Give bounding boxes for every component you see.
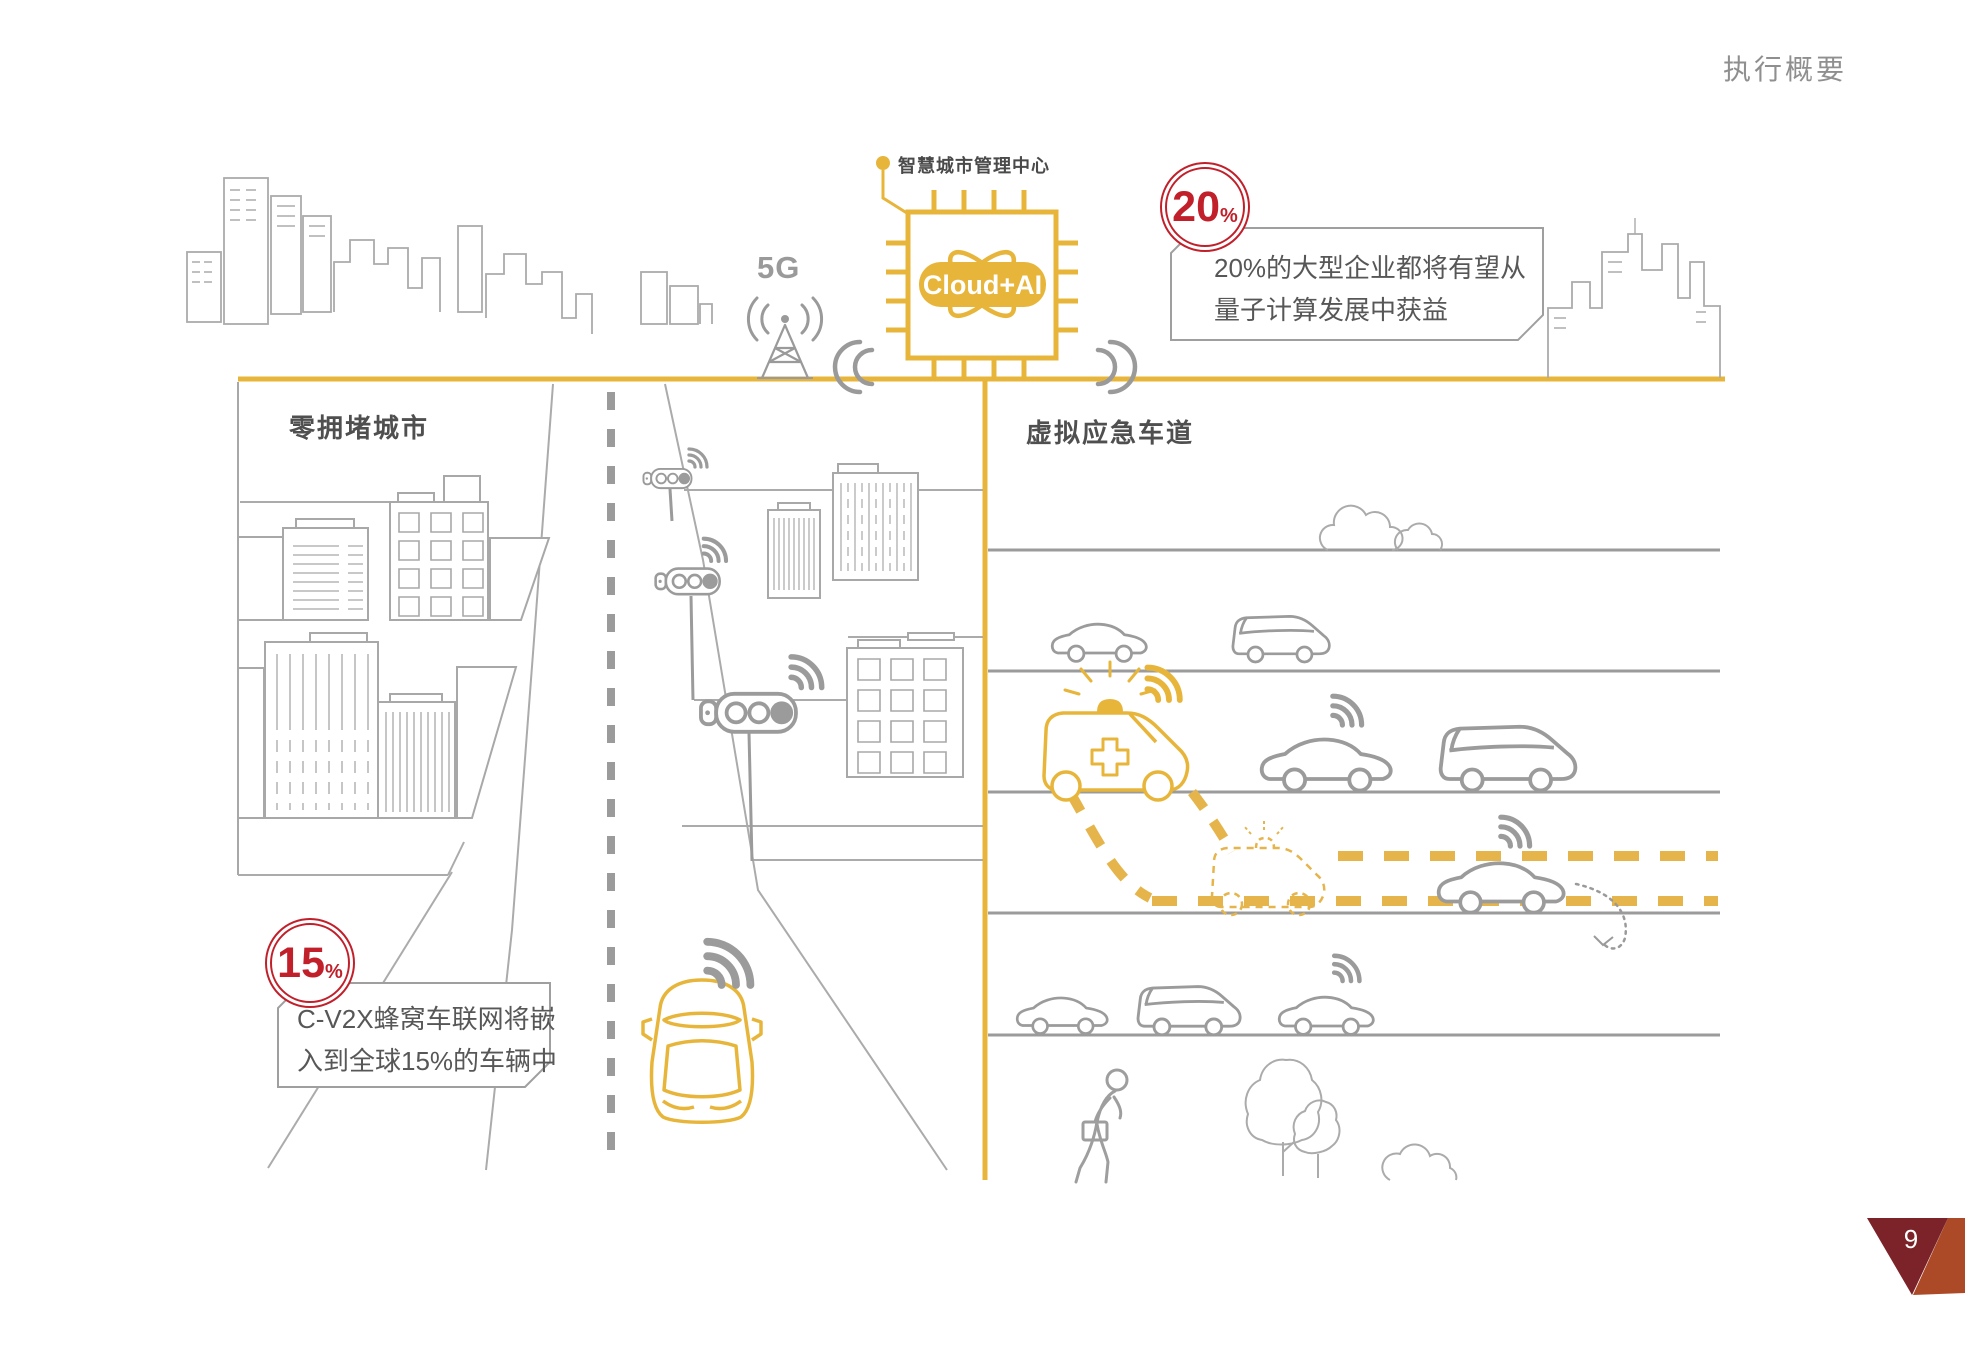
wifi-icon — [1333, 696, 1362, 725]
ambulance-icon — [1042, 660, 1190, 802]
traffic-light-icon — [642, 447, 709, 490]
cv2x-callout-box — [277, 982, 551, 1088]
emergency-lane-dashes — [1065, 788, 1718, 906]
stat-badge-cv2x: 15% — [265, 918, 355, 1008]
minivan-icon — [1231, 615, 1331, 664]
connected-sedan — [1277, 956, 1375, 1036]
sedan-icon — [1259, 737, 1393, 793]
skyline-right-icon — [1547, 218, 1721, 378]
chip-pill — [919, 262, 1046, 307]
quantum-callout-box — [1170, 227, 1544, 341]
page-header: 执行概要 — [1723, 54, 1848, 85]
skyline-left-icon — [186, 177, 713, 334]
minivan-icon — [1438, 724, 1578, 793]
callout-line: 量子计算发展中获益 — [1214, 295, 1449, 325]
left-buildings-icon — [237, 475, 551, 819]
hub-label-line — [881, 170, 911, 217]
callout-line: 20%的大型企业都将有望从 — [1214, 253, 1527, 283]
beacon-icon — [1097, 699, 1123, 712]
tower-5g-icon — [746, 296, 824, 380]
cv2x-callout-text: C-V2X蜂窝车联网将嵌 入到全球15%的车辆中 — [297, 998, 557, 1082]
beacon-rays — [1063, 660, 1157, 696]
chip-label: Cloud+AI — [922, 270, 1043, 300]
stat-value: 20 — [1172, 182, 1221, 231]
wifi-icon — [1334, 956, 1359, 981]
hub-label-dot — [876, 156, 890, 170]
stat-unit: % — [1220, 205, 1238, 227]
cloud-icon — [1318, 504, 1443, 551]
stat-unit: % — [325, 961, 343, 983]
sedan-icon — [1436, 861, 1566, 915]
traffic-light-poles — [668, 488, 754, 862]
stat-badge-quantum: 20% — [1160, 162, 1250, 252]
sedan-icon — [1015, 996, 1109, 1035]
callout-boxes — [277, 227, 1544, 1088]
wifi-icon — [1501, 817, 1530, 846]
wifi-icon — [707, 942, 750, 985]
stat-value: 15 — [277, 938, 326, 987]
traffic-light-icon — [654, 539, 726, 596]
bush-icon — [1381, 1143, 1458, 1181]
tree-icon — [1244, 1058, 1341, 1178]
connected-sedan — [1259, 696, 1393, 793]
pedestrian-icon — [1074, 1068, 1129, 1184]
middle-buildings-icon — [767, 463, 964, 778]
traffic-lights — [642, 447, 822, 862]
quantum-callout-text: 20%的大型企业都将有望从 量子计算发展中获益 — [1214, 247, 1526, 331]
sedan-icon — [1277, 995, 1375, 1036]
connected-sedan — [1436, 817, 1566, 915]
merge-arrow-icon — [1574, 882, 1628, 950]
page-number: 9 — [1903, 1224, 1919, 1254]
connected-car-top-icon — [641, 942, 763, 1124]
callout-line: C-V2X蜂窝车联网将嵌 — [297, 1004, 556, 1034]
hub-label: 智慧城市管理中心 — [898, 156, 1050, 176]
tower-5g-label: 5G — [757, 250, 801, 285]
ghost-ambulance-icon — [1210, 821, 1326, 917]
traffic-light-icon — [699, 657, 822, 734]
section-title-right: 虚拟应急车道 — [1026, 418, 1195, 448]
page-flag — [1867, 1218, 1965, 1295]
left-shelf-lines — [238, 501, 465, 876]
chip-signal-arcs — [832, 339, 1138, 395]
sedan-icon — [1050, 622, 1148, 663]
section-title-left: 零拥堵城市 — [289, 413, 430, 443]
minivan-icon — [1136, 985, 1242, 1037]
callout-line: 入到全球15%的车辆中 — [297, 1046, 558, 1076]
cloud-ai-chip-icon — [832, 156, 1138, 395]
